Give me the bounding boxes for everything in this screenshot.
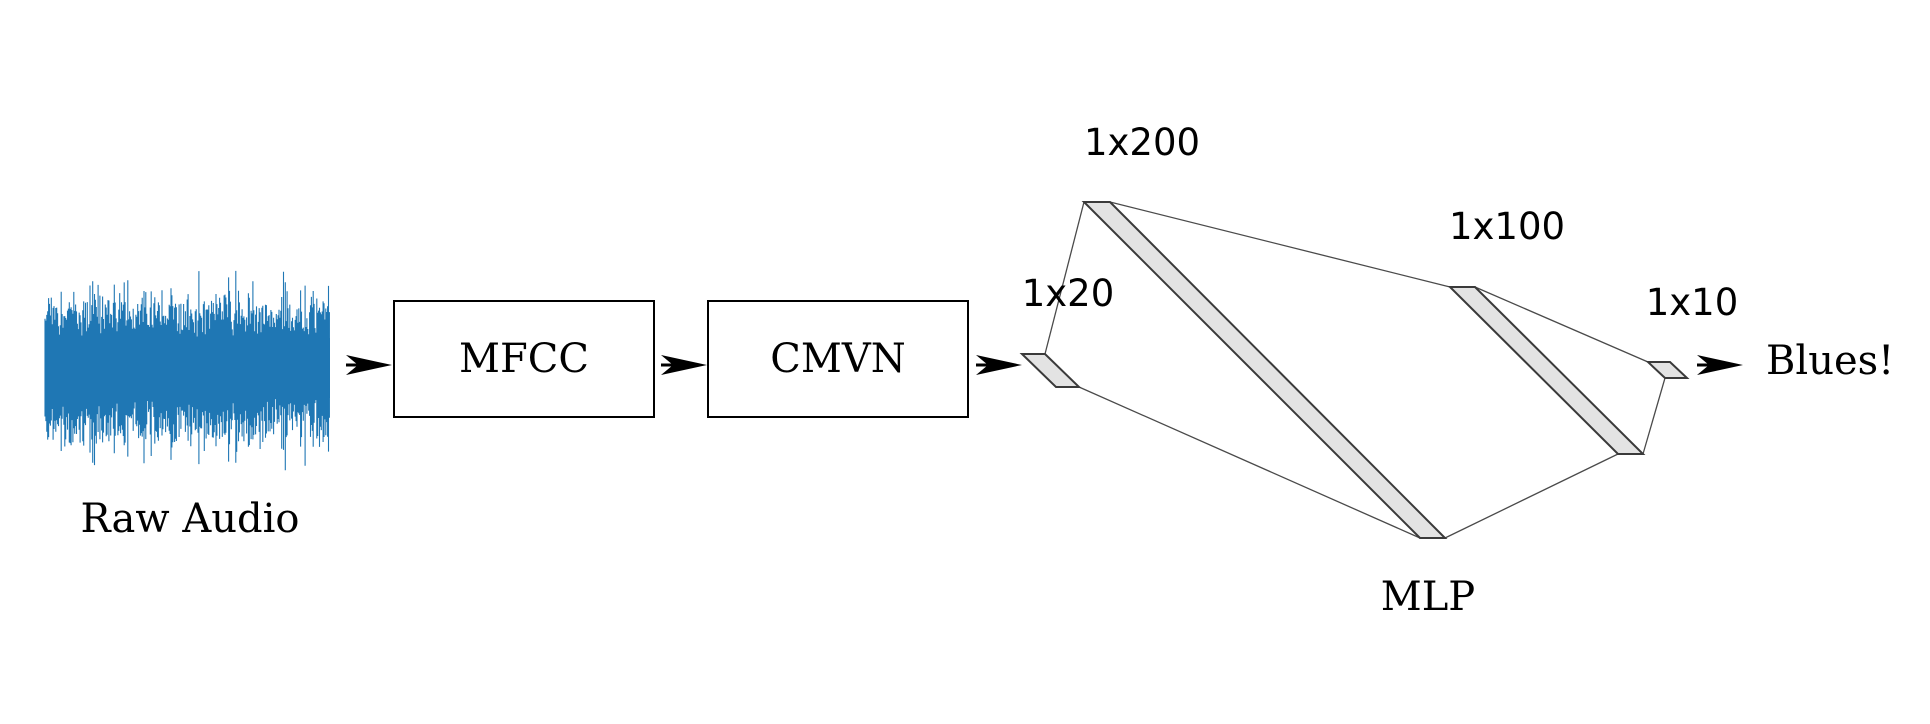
layer-size-label-1x10: 1x10 <box>1646 281 1739 324</box>
mfcc-box <box>393 300 655 418</box>
mlp-label: MLP <box>1381 574 1475 620</box>
arrow-mlp-to-output <box>1697 355 1743 375</box>
layer-size-label-1x100: 1x100 <box>1449 205 1565 248</box>
mlp-layer-1x20 <box>1019 353 1082 388</box>
mlp-connections <box>1044 201 1666 539</box>
cmvn-stage: CMVN <box>707 300 969 418</box>
output-label: Blues! <box>1766 338 1894 384</box>
mlp-layer-1x10 <box>1645 361 1690 379</box>
raw-audio-label: Raw Audio <box>81 496 300 542</box>
raw-audio-waveform <box>44 270 330 471</box>
layer-size-label-1x200: 1x200 <box>1084 121 1200 164</box>
mlp-layer-1x200 <box>1081 201 1448 539</box>
arrow-cmvn-to-mlp <box>976 355 1022 375</box>
mlp-layer-1x100 <box>1447 286 1646 455</box>
arrow-mfcc-to-cmvn <box>661 355 707 375</box>
waveform-core <box>45 338 330 398</box>
mfcc-stage: MFCC <box>393 300 655 418</box>
arrow-audio-to-mfcc <box>346 355 392 375</box>
layer-size-label-1x20: 1x20 <box>1022 272 1115 315</box>
cmvn-box <box>707 300 969 418</box>
cmvn-label: CMVN <box>770 336 905 382</box>
mfcc-label: MFCC <box>459 336 589 382</box>
mlp-layers <box>1019 201 1690 539</box>
